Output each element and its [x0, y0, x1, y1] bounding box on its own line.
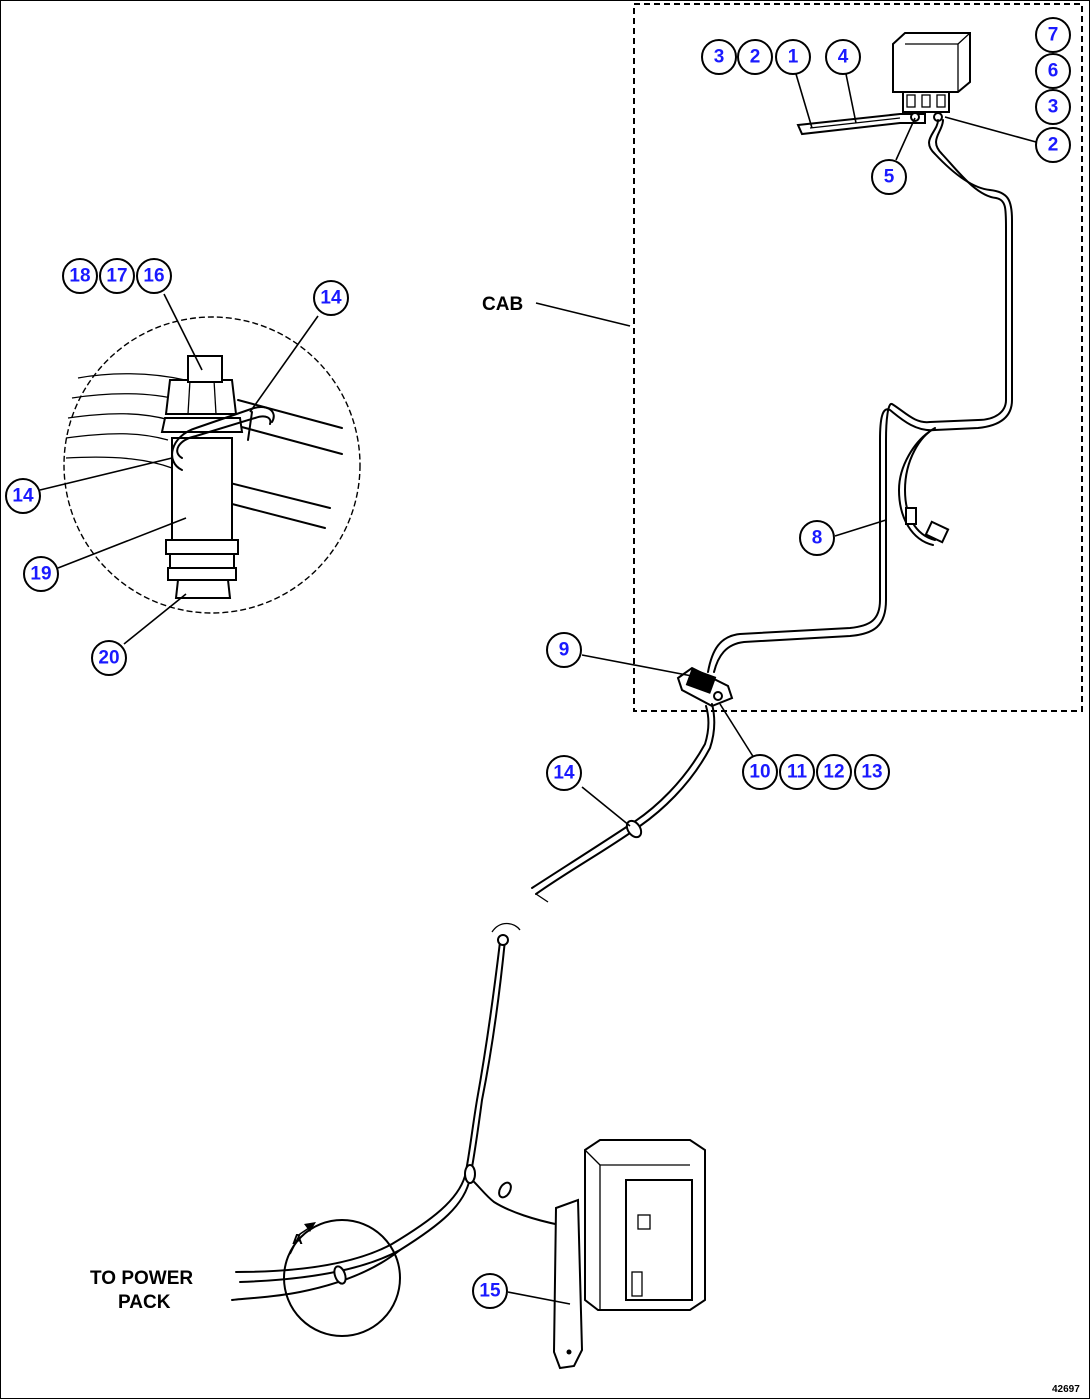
callout-14-detail-top: 14 [313, 280, 349, 316]
callout-7: 7 [1035, 17, 1071, 53]
svg-text:2: 2 [1048, 135, 1059, 156]
callout-13: 13 [854, 754, 890, 790]
harness-8 [707, 119, 1013, 673]
callout-12: 12 [816, 754, 852, 790]
callout-3b: 3 [1035, 89, 1071, 125]
svg-text:14: 14 [12, 486, 34, 507]
detail-fitting [65, 355, 343, 599]
svg-text:6: 6 [1048, 61, 1059, 82]
svg-text:11: 11 [787, 762, 808, 783]
to-power-pack-line2: PACK [118, 1292, 171, 1313]
callout-16: 16 [136, 258, 172, 294]
cable-lower [231, 703, 716, 1301]
cab-boundary [633, 3, 1083, 712]
svg-text:5: 5 [884, 167, 895, 188]
callout-2b: 2 [1035, 127, 1071, 163]
svg-text:15: 15 [479, 1281, 501, 1302]
callout-18: 18 [62, 258, 98, 294]
connector-9 [676, 666, 734, 708]
callout-14-detail-left: 14 [5, 478, 41, 514]
callout-19: 19 [23, 556, 59, 592]
switch-assembly [796, 32, 971, 136]
callout-11: 11 [779, 754, 815, 790]
svg-text:8: 8 [812, 528, 823, 549]
svg-text:19: 19 [30, 564, 51, 585]
svg-text:10: 10 [749, 762, 770, 783]
callout-1: 1 [775, 39, 811, 75]
callout-4: 4 [825, 39, 861, 75]
svg-text:3: 3 [1048, 97, 1059, 118]
callout-2: 2 [737, 39, 773, 75]
callout-15: 15 [472, 1273, 508, 1309]
callout-5: 5 [871, 159, 907, 195]
callout-6: 6 [1035, 53, 1071, 89]
svg-text:9: 9 [559, 640, 570, 661]
svg-text:14: 14 [553, 763, 575, 784]
svg-text:20: 20 [98, 648, 119, 669]
svg-text:12: 12 [823, 762, 844, 783]
callout-10: 10 [742, 754, 778, 790]
callout-20: 20 [91, 640, 127, 676]
svg-text:17: 17 [106, 266, 127, 287]
cab-label: CAB [482, 294, 523, 315]
svg-text:4: 4 [838, 47, 849, 68]
svg-text:3: 3 [714, 47, 725, 68]
svg-text:14: 14 [320, 288, 342, 309]
drawing-number: 42697 [1052, 1384, 1080, 1395]
svg-text:2: 2 [750, 47, 761, 68]
callout-3: 3 [701, 39, 737, 75]
svg-text:16: 16 [143, 266, 164, 287]
svg-text:1: 1 [788, 47, 799, 68]
svg-text:13: 13 [861, 762, 882, 783]
leader-lines [39, 73, 1037, 1305]
callout-14-cable: 14 [546, 755, 582, 791]
view-a-label: A [292, 1231, 303, 1248]
svg-text:18: 18 [69, 266, 90, 287]
callout-17: 17 [99, 258, 135, 294]
detail-circle [63, 316, 361, 614]
callout-9: 9 [546, 632, 582, 668]
view-a-circle [283, 1219, 401, 1337]
housing-15 [552, 1139, 706, 1370]
svg-text:7: 7 [1048, 25, 1059, 46]
callout-8: 8 [799, 520, 835, 556]
to-power-pack-line1: TO POWER [90, 1268, 193, 1289]
